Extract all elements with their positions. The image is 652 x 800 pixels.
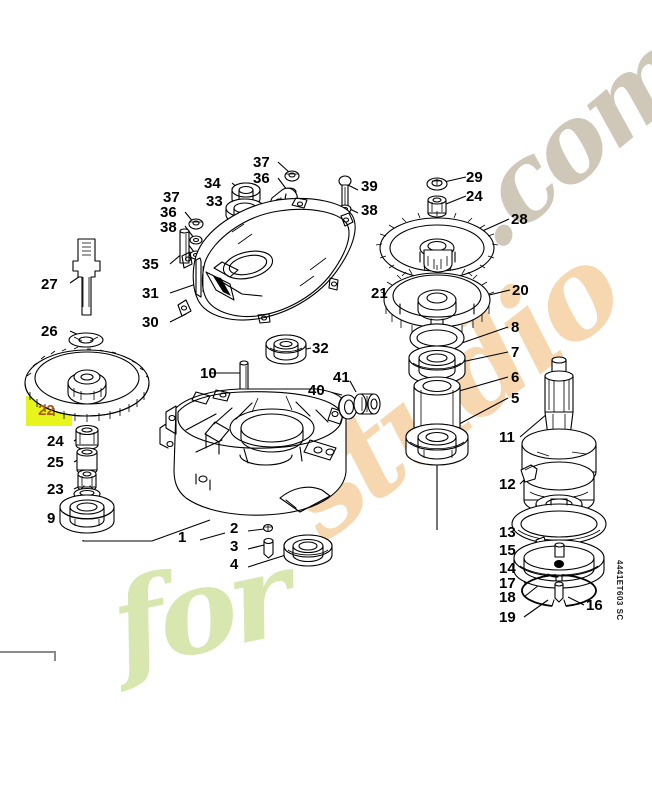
callout-16: 16 [586,597,603,614]
part-39-bolt [338,175,352,208]
callout-30: 30 [142,314,159,331]
part-30-crankcase-cover [177,197,356,324]
callout-8: 8 [511,319,520,336]
callout-5: 5 [511,390,520,407]
part-3-plug [263,537,274,559]
part-35-pin [179,228,190,264]
corner-rule-horizontal [0,651,56,653]
callout-25: 25 [47,454,64,471]
part-28-ring-gear [375,211,499,283]
callout-20: 20 [512,282,529,299]
part-24-bushing [75,424,99,451]
part-37-left [188,218,204,230]
callout-12: 12 [499,476,516,493]
part-4-oil-seal [283,534,333,567]
callout-40: 40 [308,382,325,399]
callout-24-top: 24 [466,188,483,205]
part-20-gear [380,265,495,337]
callout-24: 24 [47,433,64,450]
part-36-left [189,235,203,245]
part-14-ring-pack [513,539,605,589]
callout-31: 31 [142,285,159,302]
part-6-sleeve [413,376,461,442]
callout-14: 14 [499,560,516,577]
callout-35: 35 [142,256,159,273]
part-41-bush [353,393,381,415]
part-13-ring [511,498,607,545]
callout-37: 37 [163,189,180,206]
part-19-split-ring [521,574,597,607]
callout-21: 21 [371,285,388,302]
part-25-sleeve [76,447,98,475]
callout-37-top: 37 [253,154,270,171]
part-25b-spacer [77,469,97,492]
callout-3: 3 [230,538,239,555]
part-29-screw [426,177,448,191]
part-37-top [284,170,300,182]
part-5-bearing [405,423,469,466]
callout-34: 34 [204,175,221,192]
callout-18: 18 [499,589,516,606]
callout-22: 22 [38,402,55,419]
callout-6: 6 [511,369,520,386]
part-24b-bushing [427,195,447,218]
callout-7: 7 [511,344,520,361]
part-26-washer [68,332,104,348]
part-1-crankcase [159,388,347,516]
part-32-bearing [265,334,307,365]
part-12-key [520,464,538,483]
part-10-pin [239,360,249,392]
callout-27: 27 [41,276,58,293]
callout-36: 36 [160,204,177,221]
callout-9: 9 [47,510,56,527]
part-22-gear [24,346,150,422]
callout-28: 28 [511,211,528,228]
callout-41: 41 [333,369,350,386]
callout-29: 29 [466,169,483,186]
part-2-screw [262,523,274,533]
callout-2: 2 [230,520,239,537]
callout-39: 39 [361,178,378,195]
callout-38-right: 38 [361,202,378,219]
callout-1: 1 [178,529,187,546]
catalog-code: 4441ET603 SC [615,560,624,621]
part-9-bearing [59,494,115,534]
callout-13: 13 [499,524,516,541]
callout-26: 26 [41,323,58,340]
callout-36-top: 36 [253,170,270,187]
callout-4: 4 [230,556,239,573]
callout-11: 11 [499,429,515,446]
callout-15: 15 [499,542,516,559]
callout-19: 19 [499,609,516,626]
callout-38: 38 [160,219,177,236]
callout-17: 17 [499,575,516,592]
part-40-ring [338,394,358,420]
callout-23: 23 [47,481,64,498]
callout-33: 33 [206,193,223,210]
callout-10: 10 [200,365,217,382]
corner-rule-vertical [54,651,56,661]
part-27-shaft [72,238,101,316]
part-16-pin [554,581,564,603]
callout-32: 32 [312,340,329,357]
